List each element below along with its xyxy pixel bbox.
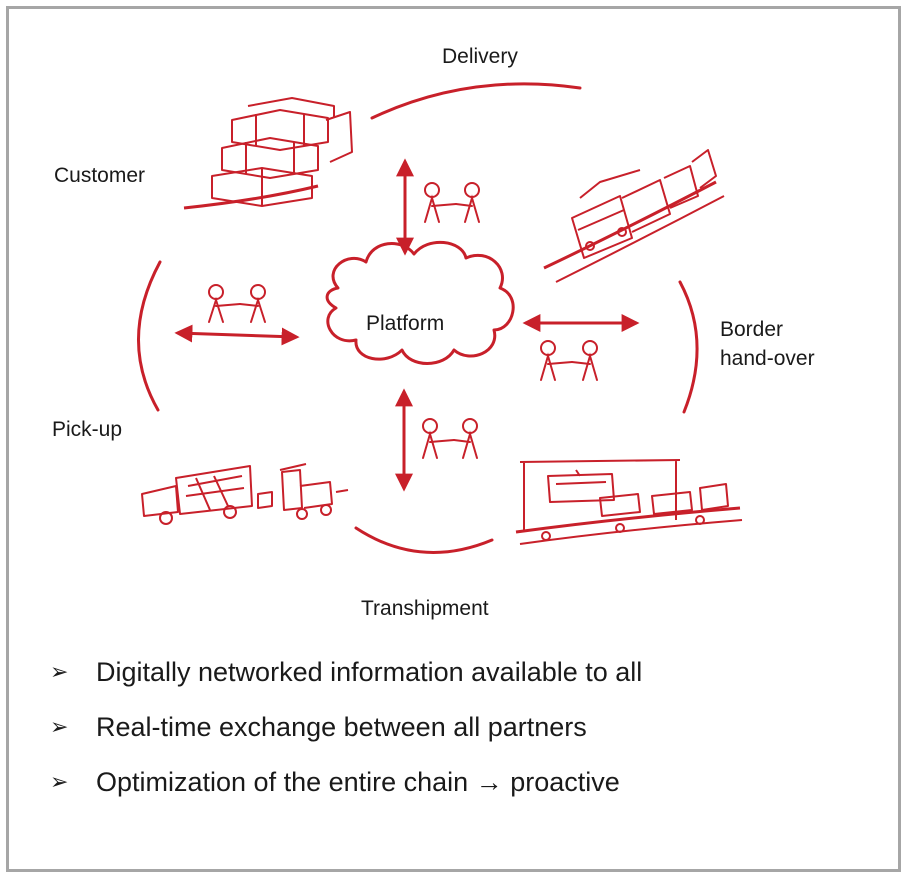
people-handshake-icon-right <box>540 340 598 381</box>
people-handshake-icon-left <box>208 284 266 323</box>
people-handshake-icon-top <box>424 182 480 223</box>
bullet-text: Real-time exchange between all partners <box>96 712 587 742</box>
arrowhead-bullet-icon: ➢ <box>50 714 69 739</box>
platform-label: Platform <box>366 312 445 335</box>
list-item: ➢ Real-time exchange between all partner… <box>50 707 880 762</box>
ring-arc-left <box>137 260 162 412</box>
node-label-transhipment: Transhipment <box>361 597 489 620</box>
people-handshake-icon-bottom <box>422 418 478 459</box>
bullet-list: ➢ Digitally networked information availa… <box>50 652 880 817</box>
arrow-horizontal-left <box>174 324 300 346</box>
ring-arc-right <box>678 280 699 414</box>
node-label-pickup: Pick-up <box>52 418 123 441</box>
ring-arc-top <box>370 82 582 120</box>
train-sketch-icon <box>543 149 725 283</box>
node-label-customer: Customer <box>54 164 146 187</box>
platform-cloud <box>325 240 515 365</box>
slide-frame <box>6 6 901 872</box>
node-label-border-line2: hand-over <box>720 347 815 370</box>
crane-terminal-sketch-icon <box>515 459 743 545</box>
node-label-border-line1: Border <box>720 318 784 341</box>
node-label-delivery: Delivery <box>442 45 518 68</box>
bullet-text: Digitally networked information availabl… <box>96 657 643 687</box>
ring-arc-bottom <box>354 526 494 554</box>
list-item: ➢ Optimization of the entire chain → pro… <box>50 762 880 817</box>
arrowhead-bullet-icon: ➢ <box>50 659 69 684</box>
truck-forklift-sketch-icon <box>141 463 349 525</box>
arrowhead-bullet-icon: ➢ <box>50 769 69 794</box>
bullet-text: Optimization of the entire chain → proac… <box>96 767 620 797</box>
logistics-platform-diagram <box>137 82 743 554</box>
list-item: ➢ Digitally networked information availa… <box>50 652 880 707</box>
stacked-boxes-sketch-icon <box>183 97 353 210</box>
